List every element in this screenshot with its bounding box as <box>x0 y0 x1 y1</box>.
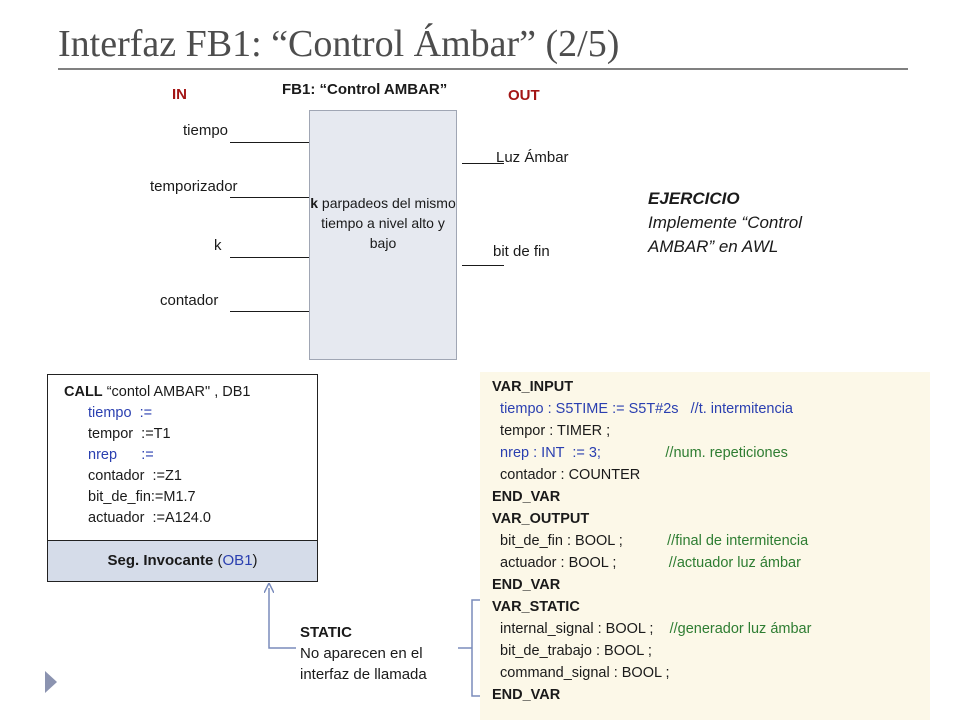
footer-ob1: OB1 <box>222 552 253 569</box>
var-declarations: VAR_INPUT tiempo : S5TIME := S5T#2s //t.… <box>492 376 811 706</box>
footer-seg-invocante: Seg. Invocante <box>107 552 214 569</box>
var-section-keyword: END_VAR <box>492 684 811 706</box>
var-code: tiempo : S5TIME := S5T#2s <box>492 401 679 417</box>
call-code: CALL “contol AMBAR" , DB1 tiempo := tempo… <box>62 382 250 529</box>
footer-paren-open: ( <box>213 552 223 569</box>
var-code: VAR_OUTPUT <box>492 511 590 527</box>
exercise-heading: EJERCICIO <box>648 189 740 208</box>
static-heading: STATIC <box>300 624 352 641</box>
in-label: IN <box>172 86 187 103</box>
input-wire <box>230 142 309 143</box>
var-declaration-line: nrep : INT := 3; //num. repeticiones <box>492 442 811 464</box>
title-divider <box>58 68 908 70</box>
out-label: OUT <box>508 87 540 104</box>
output-wire <box>462 163 504 164</box>
var-code: tempor : TIMER ; <box>492 423 611 439</box>
var-declaration-line: tempor : TIMER ; <box>492 420 811 442</box>
var-code: END_VAR <box>492 687 561 703</box>
function-block-box <box>309 110 457 360</box>
var-code: nrep : INT := 3; <box>492 445 601 461</box>
input-wire <box>230 197 309 198</box>
var-comment: //actuador luz ámbar <box>616 555 801 571</box>
bracket-static-vars <box>471 599 480 697</box>
input-wire <box>230 311 309 312</box>
call-param-line: tiempo := <box>88 405 153 421</box>
var-declaration-line: actuador : BOOL ; //actuador luz ámbar <box>492 552 811 574</box>
var-declaration-line: contador : COUNTER <box>492 464 811 486</box>
var-declarations-panel <box>480 372 930 720</box>
exercise-note: EJERCICIO Implemente “Control AMBAR” en … <box>648 187 802 259</box>
block-description-text: parpadeos del mismo tiempo a nivel alto … <box>318 195 456 251</box>
static-line: No aparecen en el <box>300 645 423 662</box>
var-code: contador : COUNTER <box>492 467 641 483</box>
var-comment: //generador luz ámbar <box>653 621 812 637</box>
call-param-line: actuador :=A124.0 <box>88 510 211 526</box>
call-param-line: tempor :=T1 <box>88 426 171 442</box>
input-temporizador: temporizador <box>150 178 238 195</box>
static-note: STATIC No aparecen en el interfaz de lla… <box>300 622 427 685</box>
exercise-line: AMBAR” en AWL <box>648 237 779 256</box>
call-footer: Seg. Invocante (OB1) <box>48 540 317 581</box>
input-k: k <box>214 237 222 254</box>
call-header: CALL “contol AMBAR" , DB1 <box>64 382 250 403</box>
input-wire <box>230 257 309 258</box>
static-line: interfaz de llamada <box>300 666 427 683</box>
call-param-line: nrep := <box>88 447 154 463</box>
block-description-k: k <box>310 195 319 211</box>
var-code: END_VAR <box>492 489 561 505</box>
call-box <box>47 374 318 582</box>
var-code: internal_signal : BOOL ; <box>492 621 654 637</box>
var-section-keyword: END_VAR <box>492 486 811 508</box>
call-target: “contol AMBAR" , DB1 <box>102 384 251 400</box>
arrow-to-call-box <box>269 588 296 649</box>
var-code: VAR_STATIC <box>492 599 580 615</box>
var-code: actuador : BOOL ; <box>492 555 617 571</box>
call-param-line: contador :=Z1 <box>88 468 182 484</box>
var-code: bit_de_fin : BOOL ; <box>492 533 623 549</box>
call-params: tiempo := tempor :=T1 nrep := contador :=Z1… <box>88 403 250 529</box>
var-code: command_signal : BOOL ; <box>492 665 670 681</box>
var-comment: //t. intermitencia <box>678 401 793 417</box>
var-declaration-line: bit_de_trabajo : BOOL ; <box>492 640 811 662</box>
var-code: bit_de_trabajo : BOOL ; <box>492 643 652 659</box>
var-code: VAR_INPUT <box>492 379 574 395</box>
slide-title: Interfaz FB1: “Control Ámbar” (2/5) <box>58 23 620 65</box>
var-section-keyword: VAR_STATIC <box>492 596 811 618</box>
exercise-line: Implemente “Control <box>648 213 803 232</box>
var-declaration-line: internal_signal : BOOL ; //generador luz… <box>492 618 811 640</box>
var-section-keyword: VAR_INPUT <box>492 376 811 398</box>
output-luz-ambar: Luz Ámbar <box>496 149 569 166</box>
var-declaration-line: tiempo : S5TIME := S5T#2s //t. intermite… <box>492 398 811 420</box>
call-param-line: bit_de_fin:=M1.7 <box>88 489 196 505</box>
call-keyword: CALL <box>64 384 103 400</box>
var-declaration-line: command_signal : BOOL ; <box>492 662 811 684</box>
footer-paren-close: ) <box>252 552 258 569</box>
output-wire <box>462 265 504 266</box>
block-description: k parpadeos del mismo tiempo a nivel alt… <box>309 193 457 253</box>
var-section-keyword: VAR_OUTPUT <box>492 508 811 530</box>
input-tiempo: tiempo <box>183 122 229 139</box>
output-bit-de-fin: bit de fin <box>493 243 550 260</box>
var-declaration-line: bit_de_fin : BOOL ; //final de intermite… <box>492 530 811 552</box>
var-section-keyword: END_VAR <box>492 574 811 596</box>
var-comment: //num. repeticiones <box>600 445 788 461</box>
next-slide-arrow-icon[interactable] <box>45 671 57 693</box>
var-code: END_VAR <box>492 577 561 593</box>
input-contador: contador <box>160 292 219 309</box>
var-comment: //final de intermitencia <box>622 533 809 549</box>
block-name: FB1: “Control AMBAR” <box>282 81 448 98</box>
